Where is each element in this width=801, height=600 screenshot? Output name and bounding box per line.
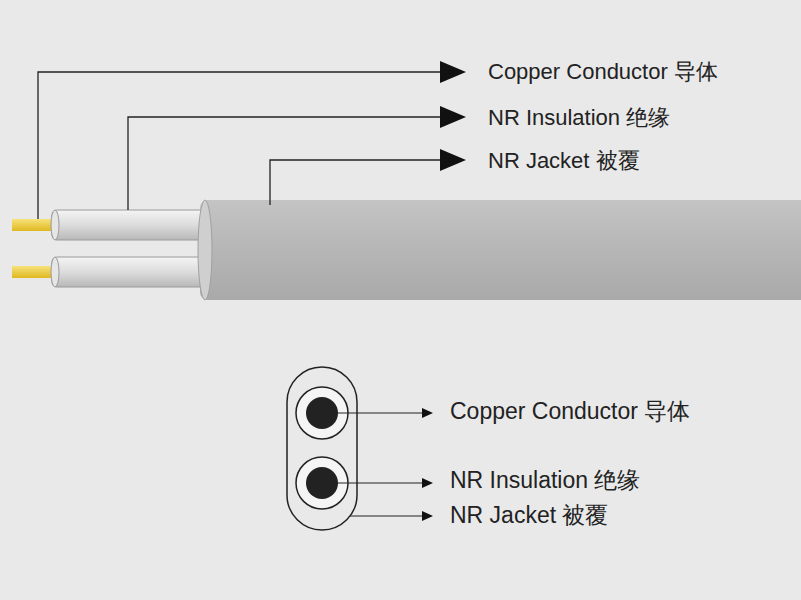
part-label: NR Insulation 绝缘 bbox=[488, 106, 670, 130]
part-label: Copper Conductor 导体 bbox=[488, 60, 718, 84]
part-label: NR Jacket 被覆 bbox=[450, 503, 608, 528]
insulation bbox=[52, 210, 212, 240]
jacket-section bbox=[287, 367, 357, 530]
part-label: Copper Conductor 导体 bbox=[450, 399, 690, 424]
jacket bbox=[200, 200, 801, 300]
insulation bbox=[52, 257, 212, 287]
copper-conductor bbox=[12, 219, 56, 231]
part-label: NR Insulation 绝缘 bbox=[450, 468, 640, 493]
part-label: NR Jacket 被覆 bbox=[488, 149, 640, 173]
copper-conductor bbox=[12, 266, 56, 278]
